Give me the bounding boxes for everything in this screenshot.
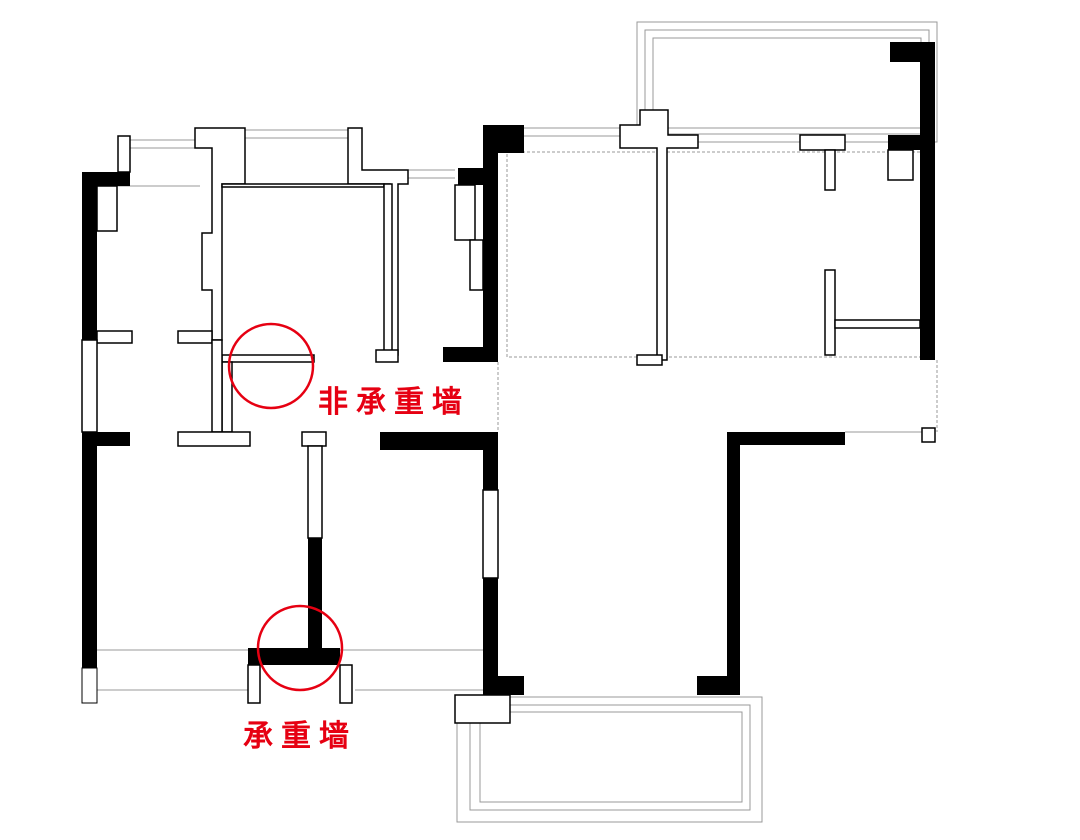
non-load-bearing-circle: [227, 322, 315, 410]
non-load-bearing-label: 非承重墙: [318, 385, 470, 420]
load-bearing-circle: [256, 604, 344, 692]
load-bearing-walls: [82, 42, 935, 695]
partition-walls: [81, 109, 936, 724]
annotations: 非承重墙 承重墙: [227, 322, 470, 754]
load-bearing-label: 承重墙: [243, 719, 357, 754]
dashed-lines: [497, 151, 938, 432]
